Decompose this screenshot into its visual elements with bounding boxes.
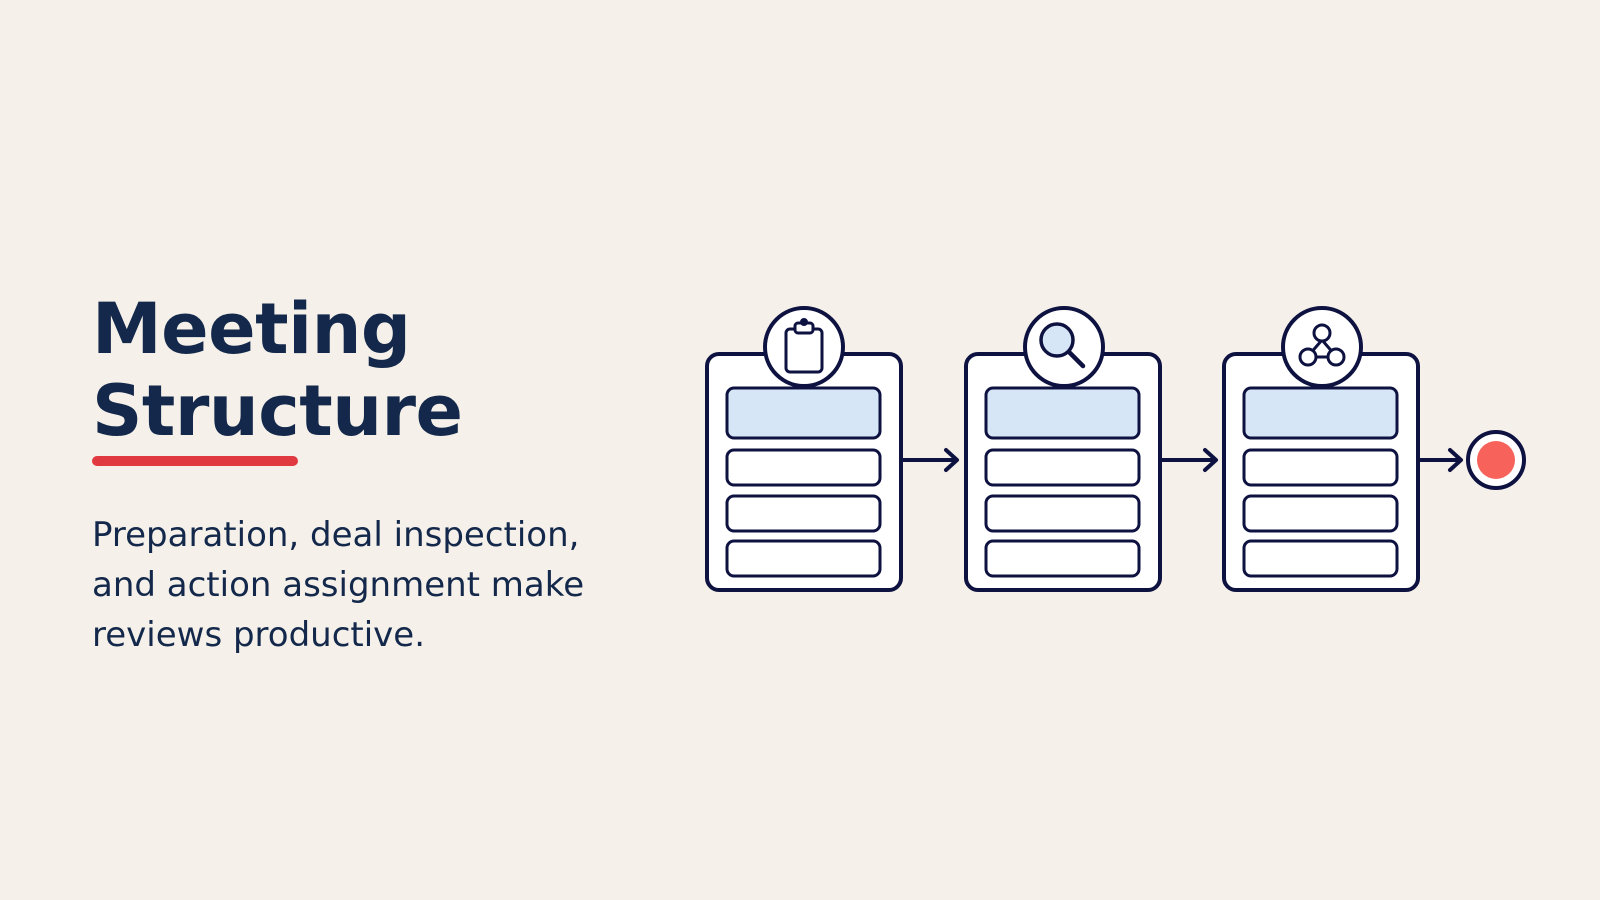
process-card-2 [964,306,1162,592]
slide-title: Meeting Structure [92,288,632,452]
flow-arrow-3 [1418,448,1463,472]
people-network-icon [1298,323,1346,367]
card-1-row-3 [725,494,882,533]
magnifier-icon [1039,322,1086,369]
text-block: Meeting Structure Preparation, deal insp… [92,288,632,660]
title-underline [92,456,298,466]
card-3-icon-badge [1281,306,1363,388]
end-dot [1466,430,1526,490]
card-1-row-2 [725,448,882,487]
slide-subtitle: Preparation, deal inspection, and action… [92,515,585,655]
slide-title-line-1: Meeting [92,288,411,370]
card-2-row-4 [984,539,1141,578]
card-1-row-4 [725,539,882,578]
clipboard-icon [784,318,824,374]
card-3-row-1 [1242,386,1399,440]
card-3-row-3 [1242,494,1399,533]
process-card-3 [1222,306,1420,592]
card-2-row-1 [984,386,1141,440]
card-2-row-3 [984,494,1141,533]
card-2-row-2 [984,448,1141,487]
card-3-row-2 [1242,448,1399,487]
slide-title-line-2: Structure [92,370,463,452]
flow-arrow-1 [901,448,959,472]
flow-arrow-2 [1160,448,1218,472]
card-1-row-1 [725,386,882,440]
process-card-1 [705,306,903,592]
card-3-row-4 [1242,539,1399,578]
